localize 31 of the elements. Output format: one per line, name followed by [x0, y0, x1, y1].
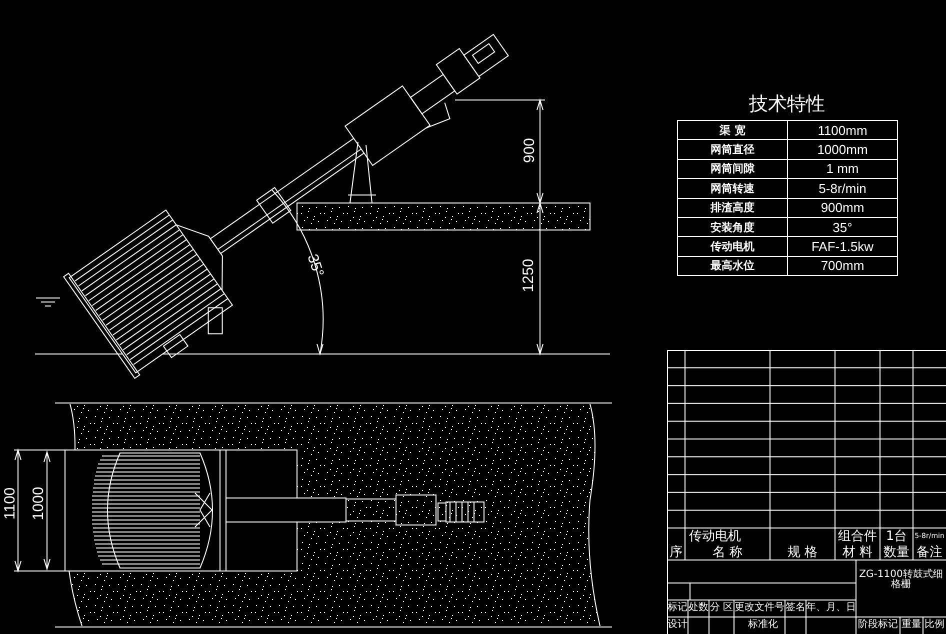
title-block-text: 数量 [882, 545, 910, 560]
title-block-text: 规 格 [786, 545, 819, 560]
title-block-text: 1台 [884, 528, 908, 545]
title-block-text: 分 区 [709, 601, 734, 616]
parameter-cell: 最高水位 [677, 256, 788, 276]
table-heading: 技术特性 [748, 95, 826, 114]
title-block-text: ZG-1100转鼓式细格栅 [858, 568, 944, 592]
value-cell: 700mm [787, 256, 898, 276]
dimension-label: 900 [522, 138, 538, 164]
title-block-text: 传动电机 [688, 528, 742, 545]
title-block-text: 年、月、日 [806, 601, 856, 616]
title-block-text: 标准化 [747, 618, 779, 632]
title-block-text: 重量 [900, 618, 922, 632]
parameter-cell: 渠 宽 [677, 120, 788, 140]
title-block-text: 名 称 [711, 545, 744, 560]
title-block-text: 更改文件号 [734, 600, 785, 616]
dimension-label: 1100 [2, 487, 18, 520]
title-block-text: 组合件 [837, 528, 878, 545]
dimension-label: 1000 [31, 486, 46, 520]
title-block-text: 标记 [667, 600, 688, 616]
title-block-text: 处数 [688, 600, 709, 616]
title-block-text: 签名 [785, 601, 806, 616]
title-block-text: 备注 [916, 545, 944, 560]
title-block-text: 材 料 [841, 545, 874, 560]
title-block-text: 阶段标记 [857, 618, 899, 632]
title-block-text: 比例 [924, 618, 946, 632]
dimension-label: 35° [304, 252, 326, 279]
value-cell: 1100mm [787, 120, 898, 140]
title-block-text: 序 [668, 545, 684, 560]
title-block-text: 设计 [667, 618, 688, 632]
dimension-label: 1250 [521, 258, 536, 292]
